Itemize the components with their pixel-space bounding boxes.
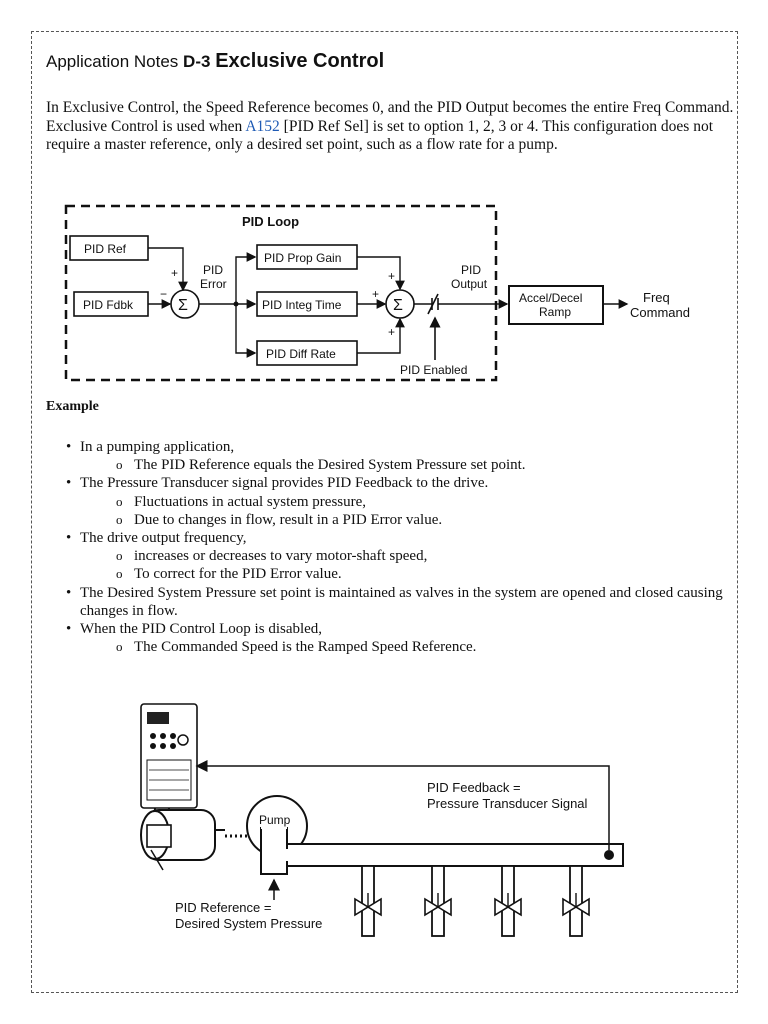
pid-loop-boundary <box>64 204 498 382</box>
title-code: D-3 <box>183 52 211 71</box>
page-border <box>31 31 738 993</box>
accel-decel-ramp-box <box>508 285 604 325</box>
title-main: Exclusive Control <box>215 50 385 72</box>
list-item-text: Fluctuations in actual system pressure, <box>134 493 367 510</box>
sub-bullet-item: o increases or decreases to vary motor-sh… <box>60 547 740 565</box>
pressure-transducer <box>604 850 614 860</box>
discharge-pipe <box>286 843 624 867</box>
pump-system-diagram: Pump PID Feedback = Pressure Transducer … <box>140 703 624 937</box>
bullet-item: • The drive output frequency, <box>60 529 740 547</box>
list-item-text: The PID Reference equals the Desired Sys… <box>134 457 526 474</box>
example-list: • In a pumping application, o The PID Refer… <box>60 438 740 656</box>
pid-output-label-2: Output <box>451 277 488 291</box>
pid-reference-label-2: Desired System Pressure <box>175 916 322 931</box>
sub-bullet-marker: o <box>116 493 123 509</box>
bullet-item: • In a pumping application, <box>60 438 740 456</box>
bullet-item: • The Pressure Transducer signal provides… <box>60 474 740 492</box>
pid-loop-diagram: PID Loop PID Ref PID Fdbk + − Σ PID Erro… <box>64 204 690 382</box>
freq-command-label-2: Command <box>630 305 690 320</box>
pid-diff-rate-box <box>256 340 358 366</box>
bullet-marker: • <box>66 584 72 601</box>
sub-bullet-item: o The Commanded Speed is the Ramped Speed… <box>60 638 740 656</box>
integ-plus-sign: + <box>372 287 379 301</box>
pid-integ-time-label: PID Integ Time <box>262 298 342 312</box>
list-item-text: In a pumping application, <box>80 439 235 455</box>
sub-bullet-item: o Due to changes in flow, result in a PID… <box>60 511 740 529</box>
error-to-prop <box>235 252 257 304</box>
ref-plus-sign: + <box>171 266 178 280</box>
example-heading: Example <box>46 399 99 414</box>
sub-bullet-marker: o <box>116 639 123 655</box>
bullet-marker: • <box>66 475 72 492</box>
list-item-text: When the PID Control Loop is disabled, <box>80 621 323 638</box>
prop-to-sum <box>357 256 405 291</box>
pid-feedback-label-2: Pressure Transducer Signal <box>427 796 588 811</box>
motor <box>140 809 225 871</box>
list-item-text: increases or decreases to vary motor-sha… <box>134 548 428 565</box>
sub-bullet-item: o The PID Reference equals the Desired Sy… <box>60 456 740 474</box>
freq-command-label-1: Freq <box>643 290 670 305</box>
output-sigma: Σ <box>393 297 403 314</box>
pid-prop-gain-box <box>256 244 358 270</box>
bullet-item: • The Desired System Pressure set point i… <box>60 584 740 620</box>
pid-fdbk-box <box>73 291 149 317</box>
sub-bullet-item: o Fluctuations in actual system pressure, <box>60 493 740 511</box>
sub-bullet-marker: o <box>116 566 123 582</box>
intro-text-2: [PID Ref Sel] is set to option 1, 2, 3 o… <box>46 117 714 154</box>
error-sigma: Σ <box>178 297 188 314</box>
sub-bullet-marker: o <box>116 511 123 527</box>
branch-valve <box>562 865 590 937</box>
pid-prop-gain-label: PID Prop Gain <box>264 251 341 265</box>
error-to-diff <box>235 304 257 358</box>
pid-diff-rate-label: PID Diff Rate <box>266 347 336 361</box>
bullet-marker: • <box>66 439 72 455</box>
branch-valve <box>494 865 522 937</box>
list-item-text: The drive output frequency, <box>80 530 247 547</box>
ramp-label-1: Accel/Decel <box>519 291 582 305</box>
pid-output-label-1: PID <box>461 263 481 277</box>
pid-loop-title: PID Loop <box>242 214 299 229</box>
bullet-marker: • <box>66 530 72 547</box>
list-item-text: Due to changes in flow, result in a PID … <box>134 511 443 528</box>
pid-integ-time-box <box>256 291 358 317</box>
drive-unit <box>140 703 198 809</box>
sub-bullet-item: o To correct for the PID Error value. <box>60 565 740 583</box>
sub-bullet-marker: o <box>116 457 123 473</box>
page-title: Application Notes D-3 Exclusive Control <box>46 50 384 73</box>
pid-error-label-2: Error <box>200 277 227 291</box>
sub-bullet-marker: o <box>116 548 123 564</box>
intro-paragraph: In Exclusive Control, the Speed Referenc… <box>46 99 736 155</box>
parameter-link[interactable]: A152 <box>245 117 280 135</box>
diff-to-sum <box>357 317 405 354</box>
branch-valve <box>354 865 382 937</box>
diff-plus-sign: + <box>388 325 395 339</box>
list-item-text: The Commanded Speed is the Ramped Speed … <box>134 639 477 656</box>
title-prefix: Application Notes <box>46 52 179 71</box>
feedback-line <box>195 760 610 850</box>
pump-label: Pump <box>259 813 291 827</box>
list-item-text: The Pressure Transducer signal provides … <box>80 475 489 492</box>
branch-valve <box>424 865 452 937</box>
ramp-label-2: Ramp <box>539 305 571 319</box>
bullet-marker: • <box>66 621 72 638</box>
pid-reference-label-1: PID Reference = <box>175 900 271 915</box>
fdbk-minus-sign: − <box>160 287 167 301</box>
ref-line <box>148 247 188 292</box>
bullet-item: • When the PID Control Loop is disabled, <box>60 620 740 638</box>
pid-ref-label: PID Ref <box>84 242 127 256</box>
pid-fdbk-label: PID Fdbk <box>83 298 134 312</box>
pump <box>246 795 308 875</box>
pid-error-label-1: PID <box>203 263 223 277</box>
list-item-text: To correct for the PID Error value. <box>134 566 342 583</box>
intro-text-1: In Exclusive Control, the Speed Referenc… <box>46 99 734 135</box>
list-item-text: The Desired System Pressure set point is… <box>80 584 723 619</box>
pid-enabled-label: PID Enabled <box>400 363 467 377</box>
pid-feedback-label-1: PID Feedback = <box>427 780 521 795</box>
prop-plus-sign: + <box>388 269 395 283</box>
